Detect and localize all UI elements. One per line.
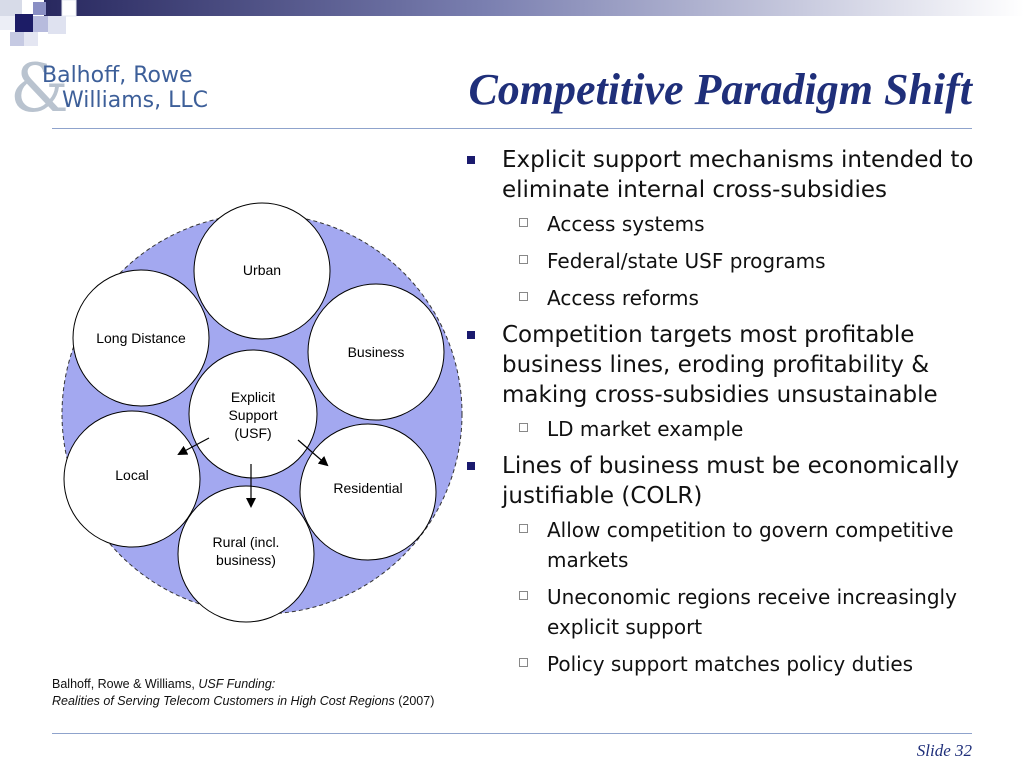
label-residential: Residential <box>333 480 402 496</box>
logo-line-1: Balhoff, Rowe <box>42 63 193 88</box>
arrow-to-local <box>177 437 210 455</box>
bullet-3: Lines of business must be economically j… <box>462 451 1007 511</box>
circle-rural <box>177 485 315 623</box>
company-logo: & Balhoff, Rowe Williams, LLC <box>10 56 220 124</box>
label-local: Local <box>115 467 148 483</box>
paradigm-diagram: Urban Long Distance Business Local Resid… <box>61 202 463 623</box>
bullet-3-sub-1: Allow competition to govern competitive … <box>462 515 1007 575</box>
bullet-list: Explicit support mechanisms intended to … <box>462 145 1007 686</box>
slide-title: Competitive Paradigm Shift <box>468 65 972 114</box>
hollow-square-bullet-icon <box>519 591 528 600</box>
citation-line-1: Balhoff, Rowe & Williams, USF Funding: <box>52 677 276 691</box>
bullet-1-sub-3: Access reforms <box>462 283 1007 313</box>
bullet-2-sub-1: LD market example <box>462 414 1007 444</box>
label-rural: Rural (incl.business) <box>213 534 280 568</box>
hollow-square-bullet-icon <box>519 292 528 301</box>
square-bullet-icon <box>467 462 475 470</box>
citation-title-1: USF Funding: <box>198 677 276 691</box>
hollow-square-bullet-icon <box>519 423 528 432</box>
hollow-square-bullet-icon <box>519 658 528 667</box>
citation-author: Balhoff, Rowe & Williams <box>52 677 192 691</box>
citation: Balhoff, Rowe & Williams, USF Funding: R… <box>52 676 434 710</box>
logo-ampersand: & <box>10 50 69 127</box>
label-long-distance: Long Distance <box>96 330 186 346</box>
circle-local <box>63 410 201 548</box>
bullet-2: Competition targets most profitable busi… <box>462 320 1007 410</box>
circle-business <box>307 283 445 421</box>
citation-year: (2007) <box>398 694 435 708</box>
bullet-3-sub-2: Uneconomic regions receive increasingly … <box>462 582 1007 642</box>
footer-divider <box>52 733 972 734</box>
arrow-to-residential <box>297 439 329 467</box>
logo-line-2: Williams, LLC <box>62 88 208 113</box>
circle-urban <box>193 202 331 340</box>
bullet-1-sub-2: Federal/state USF programs <box>462 246 1007 276</box>
bullet-3-sub-3: Policy support matches policy duties <box>462 649 1007 679</box>
circle-residential <box>299 423 437 561</box>
citation-title-2: Realities of Serving Telecom Customers i… <box>52 694 395 708</box>
square-bullet-icon <box>467 331 475 339</box>
top-decorative-bar <box>0 0 1024 46</box>
slide-number: Slide 32 <box>916 741 972 760</box>
title-divider <box>52 128 972 129</box>
hollow-square-bullet-icon <box>519 218 528 227</box>
circle-explicit-support <box>188 349 318 479</box>
bullet-1-sub-1: Access systems <box>462 209 1007 239</box>
hollow-square-bullet-icon <box>519 524 528 533</box>
circle-long-distance <box>72 269 210 407</box>
hollow-square-bullet-icon <box>519 255 528 264</box>
label-business: Business <box>348 344 405 360</box>
square-bullet-icon <box>467 156 475 164</box>
label-urban: Urban <box>243 262 281 278</box>
citation-line-2: Realities of Serving Telecom Customers i… <box>52 693 434 710</box>
bullet-1: Explicit support mechanisms intended to … <box>462 145 1007 205</box>
